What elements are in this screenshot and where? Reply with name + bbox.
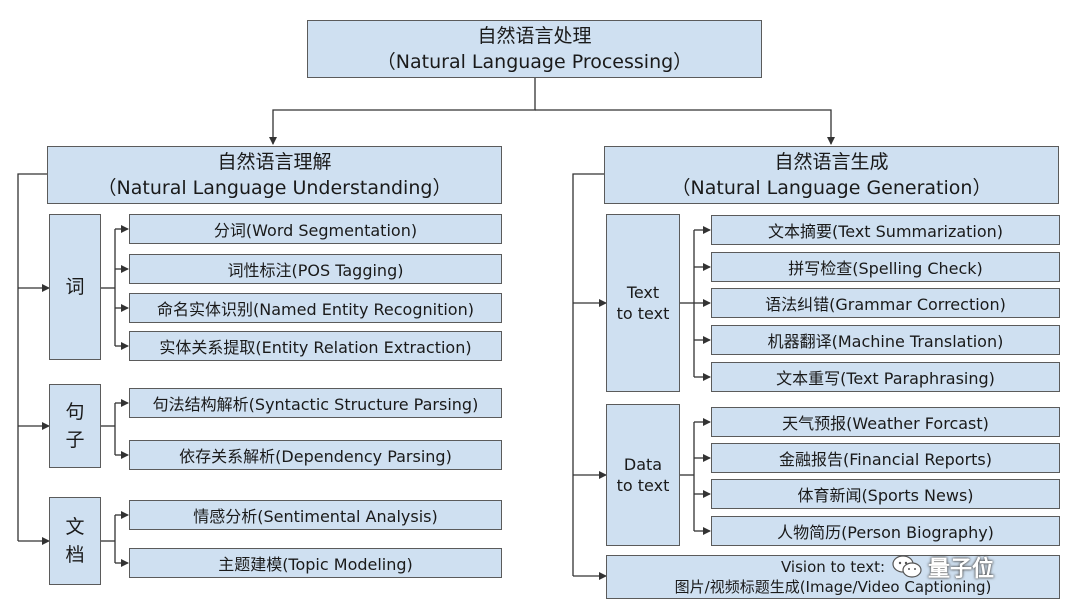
wechat-icon [892,555,922,578]
nlu-leaf: 实体关系提取(Entity Relation Extraction) [129,331,502,361]
nlg-spine [572,173,604,576]
vision-line2: 图片/视频标题生成(Image/Video Captioning) [674,578,992,596]
category-label-line2: to text [616,476,670,495]
nlg-title-en: （Natural Language Generation） [671,177,992,199]
nlu-leaf: 依存关系解析(Dependency Parsing) [129,440,502,470]
nlu-category-sentence: 句 子 [49,384,101,468]
watermark: 量子位 [892,550,1052,584]
nlg-category-text-to-text: Text to text [606,214,680,392]
nlu-title-zh: 自然语言理解 [217,151,332,173]
nlg-leaf: 人物简历(Person Biography) [711,516,1060,546]
category-label-line2: 子 [65,429,85,451]
nlg-leaf: 语法纠错(Grammar Correction) [711,288,1060,318]
nlu-leaf: 命名实体识别(Named Entity Recognition) [129,293,502,323]
nlu-leaf: 句法结构解析(Syntactic Structure Parsing) [129,388,502,418]
nlg-leaf: 文本摘要(Text Summarization) [711,215,1060,245]
category-label-line1: 文 [65,516,85,538]
nlu-title-en: （Natural Language Understanding） [97,177,452,199]
nlu-node: 自然语言理解 （Natural Language Understanding） [47,146,502,204]
nlu-category-document: 文 档 [49,497,101,585]
nlu-spine [17,173,47,541]
vision-line1: Vision to text: [780,558,886,576]
watermark-text: 量子位 [928,557,995,582]
root-connector [269,78,536,145]
nlu-category-word: 词 [49,214,101,360]
root-title-zh: 自然语言处理 [477,25,592,47]
nlu-leaf: 情感分析(Sentimental Analysis) [129,500,502,530]
nlg-leaf: 文本重写(Text Paraphrasing) [711,362,1060,392]
category-label-line1: Text [626,283,660,302]
category-label-line2: to text [616,304,670,323]
nlu-leaf: 主题建模(Topic Modeling) [129,548,502,578]
nlg-vision-to-text: Vision to text: 图片/视频标题生成(Image/Video Ca… [606,555,1060,599]
nlg-node: 自然语言生成 （Natural Language Generation） [604,146,1059,204]
nlg-leaf: 体育新闻(Sports News) [711,479,1060,509]
root-title-en: （Natural Language Processing） [376,51,693,73]
nlg-leaf: 拼写检查(Spelling Check) [711,252,1060,282]
nlu-leaf: 词性标注(POS Tagging) [129,254,502,284]
nlg-leaf: 机器翻译(Machine Translation) [711,325,1060,355]
nlg-category-data-to-text: Data to text [606,404,680,546]
nlu-leaf: 分词(Word Segmentation) [129,214,502,244]
category-label-line1: Data [623,455,663,474]
nlg-leaf: 金融报告(Financial Reports) [711,443,1060,473]
category-label: 词 [65,276,85,298]
category-label-line2: 档 [65,544,85,566]
nlg-title-zh: 自然语言生成 [774,151,889,173]
nlg-leaf: 天气预报(Weather Forcast) [711,407,1060,437]
category-label-line1: 句 [65,401,85,423]
root-node: 自然语言处理 （Natural Language Processing） [307,20,762,78]
